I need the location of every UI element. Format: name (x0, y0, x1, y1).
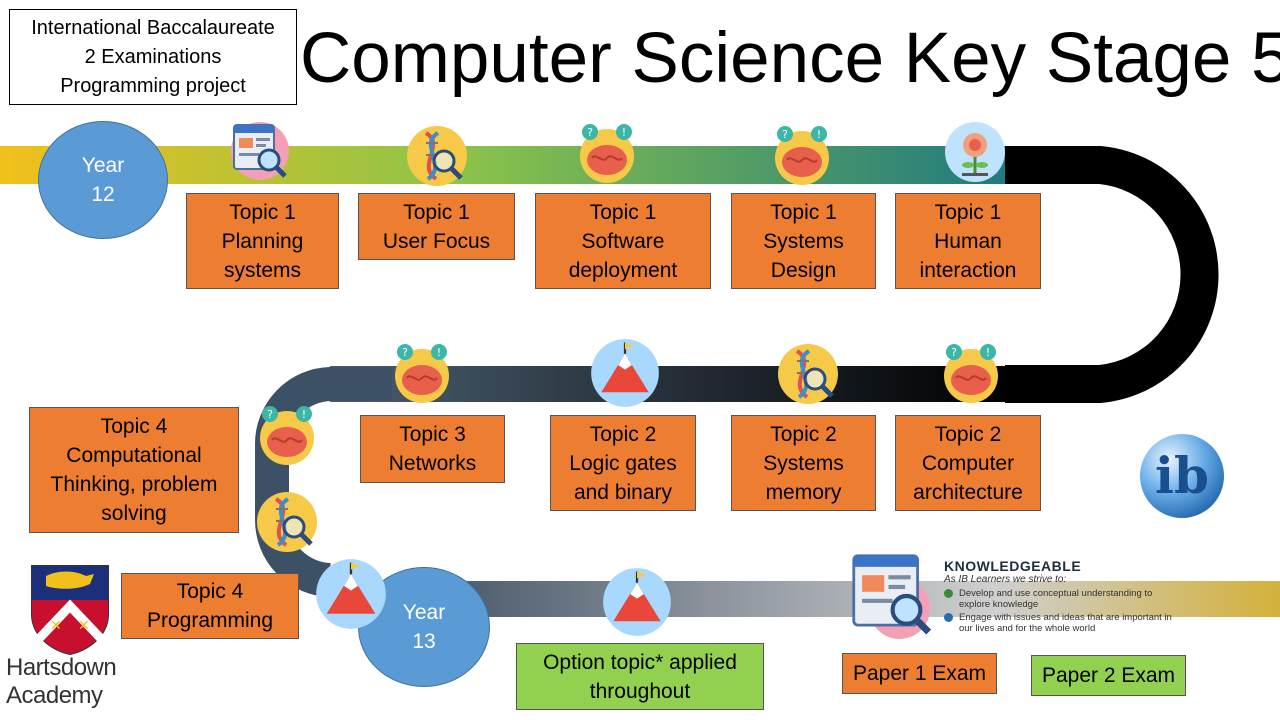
mountain-icon (603, 568, 671, 636)
knowledgeable-subtitle: As IB Learners we strive to: (944, 574, 1067, 585)
knowledgeable-item: Develop and use conceptual understanding… (944, 588, 1174, 610)
topic-software-deployment: Topic 1 Software deployment (535, 193, 711, 289)
road-curve-right (1005, 146, 1219, 403)
brain-idea-icon: ? ! (395, 344, 449, 403)
planning-icon (231, 122, 289, 180)
flower-brain-icon (945, 122, 1005, 182)
globe-bullet-icon (944, 589, 953, 598)
ib-logo-text: ib (1155, 446, 1209, 505)
dna-magnifier-icon (407, 126, 467, 186)
dna-magnifier-icon (778, 344, 838, 404)
topic-networks: Topic 3 Networks (360, 415, 505, 483)
brain-idea-icon: ? ! (944, 344, 998, 403)
mountain-icon (591, 339, 659, 407)
svg-text:!: ! (302, 408, 306, 421)
topic-human-interaction: Topic 1 Human interaction (895, 193, 1041, 289)
paper-1-exam: Paper 1 Exam (842, 653, 997, 694)
planning-icon (852, 554, 932, 639)
topic-computational-thinking: Topic 4 Computational Thinking, problem … (29, 407, 239, 533)
year-12-circle: Year 12 (38, 121, 168, 239)
knowledgeable-item: Engage with issues and ideas that are im… (944, 612, 1174, 634)
page-title: Computer Science Key Stage 5 (300, 19, 1280, 98)
mountain-icon (316, 559, 386, 629)
info-line: 2 Examinations (84, 45, 222, 68)
topic-systems-memory: Topic 2 Systems memory (731, 415, 876, 511)
topic-user-focus: Topic 1 User Focus (358, 193, 515, 260)
brain-idea-icon: ? ! (260, 406, 314, 465)
knowledgeable-item-text: Develop and use conceptual understanding… (959, 588, 1153, 610)
topic-systems-design: Topic 1 Systems Design (731, 193, 876, 289)
info-line: International Baccalaureate (31, 16, 275, 39)
svg-text:?: ? (267, 408, 273, 421)
knowledgeable-title: KNOWLEDGEABLE (944, 558, 1082, 574)
svg-text:!: ! (817, 128, 821, 141)
learner-profile-knowledgeable: KNOWLEDGEABLE As IB Learners we strive t… (944, 558, 1174, 634)
svg-text:✕: ✕ (50, 618, 62, 634)
school-name: Hartsdown Academy (6, 654, 136, 710)
school-name-line: Hartsdown (6, 654, 117, 681)
brain-idea-icon: ? ! (580, 124, 634, 183)
school-name-line: Academy (6, 682, 103, 709)
topic-planning-systems: Topic 1 Planning systems (186, 193, 339, 289)
svg-text:?: ? (951, 346, 957, 359)
road-segment-bottom (330, 581, 1280, 617)
ib-logo: ib (1140, 434, 1224, 518)
course-info-box: International Baccalaureate 2 Examinatio… (9, 9, 297, 105)
topic-programming: Topic 4 Programming (121, 573, 299, 639)
svg-text:!: ! (437, 346, 441, 359)
dna-magnifier-icon (257, 492, 317, 552)
knowledgeable-item-text: Engage with issues and ideas that are im… (959, 612, 1172, 634)
svg-text:?: ? (782, 128, 788, 141)
road-segment-top (0, 146, 1010, 184)
brain-idea-icon: ? ! (775, 126, 829, 185)
option-topic-box: Option topic* applied throughout (516, 643, 764, 710)
info-line: Programming project (60, 74, 246, 97)
svg-text:✕: ✕ (78, 618, 90, 634)
svg-text:!: ! (622, 126, 626, 139)
svg-text:?: ? (587, 126, 593, 139)
hartsdown-crest-icon: ✕ ✕ (30, 565, 110, 656)
topic-logic-gates: Topic 2 Logic gates and binary (550, 415, 696, 511)
svg-text:!: ! (986, 346, 990, 359)
topic-computer-architecture: Topic 2 Computer architecture (895, 415, 1041, 511)
svg-text:?: ? (402, 346, 408, 359)
globe-bullet-icon (944, 613, 953, 622)
paper-2-exam: Paper 2 Exam (1031, 655, 1186, 696)
